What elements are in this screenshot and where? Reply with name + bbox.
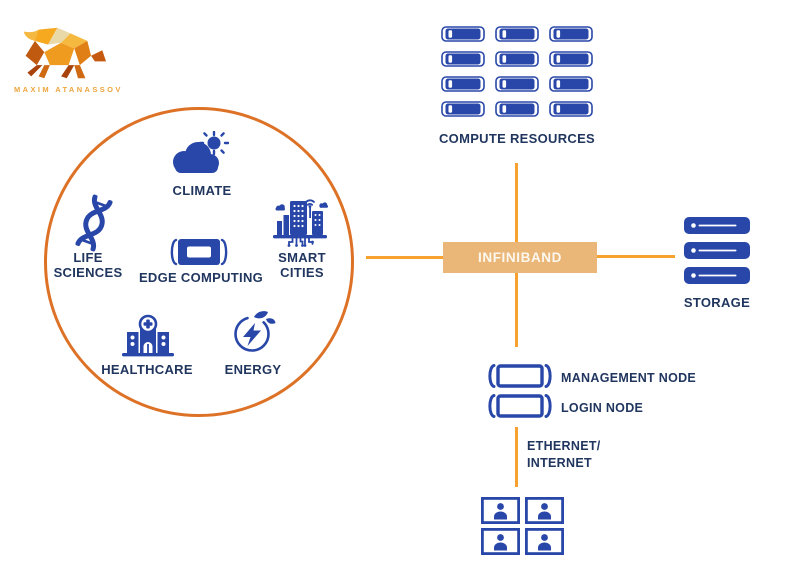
user-workstation-icon xyxy=(481,497,520,524)
users-grid xyxy=(481,497,564,555)
login-node-label: LOGIN NODE xyxy=(561,401,644,415)
management-node-icon xyxy=(486,363,554,389)
compute-resources-label: COMPUTE RESOURCES xyxy=(438,131,596,146)
user-workstation-icon xyxy=(481,528,520,555)
use-case-label-healthcare: HEALTHCARE xyxy=(101,362,193,377)
connector-ethernet-users xyxy=(515,427,518,487)
compute-node-icon xyxy=(549,101,593,117)
brand-name: MAXIM ATANASSOV xyxy=(14,85,123,94)
storage-drive-icon xyxy=(684,217,750,234)
storage-label: STORAGE xyxy=(683,295,751,310)
hospital-icon xyxy=(122,313,174,357)
compute-node-icon xyxy=(441,101,485,117)
compute-node-icon xyxy=(495,26,539,42)
smart-city-icon xyxy=(271,194,329,248)
compute-node-grid xyxy=(441,26,593,117)
compute-node-icon xyxy=(495,76,539,92)
bull-logo xyxy=(14,24,112,82)
use-case-label-smart-cities: SMART CITIES xyxy=(278,250,326,280)
use-case-label-energy: ENERGY xyxy=(224,362,282,377)
cloud-sun-icon xyxy=(167,131,229,177)
compute-node-icon xyxy=(495,101,539,117)
connector-infiniband-storage xyxy=(597,255,675,258)
dna-icon xyxy=(68,191,120,254)
storage-drive-icon xyxy=(684,267,750,284)
connector-circle-infiniband xyxy=(366,256,443,259)
use-cases-circle xyxy=(44,107,354,417)
connector-infiniband-nodes xyxy=(515,273,518,347)
compute-node-icon xyxy=(549,26,593,42)
compute-node-icon xyxy=(549,51,593,67)
energy-bolt-icon xyxy=(230,310,276,354)
compute-node-icon xyxy=(495,51,539,67)
use-case-label-climate: CLIMATE xyxy=(172,183,232,198)
infiniband-switch: INFINIBAND xyxy=(443,242,597,273)
connector-compute-infiniband xyxy=(515,163,518,242)
user-workstation-icon xyxy=(525,497,564,524)
use-case-label-edge-computing: EDGE COMPUTING xyxy=(138,270,264,285)
compute-node-icon xyxy=(441,26,485,42)
storage-drive-icon xyxy=(684,242,750,259)
compute-node-icon xyxy=(549,76,593,92)
ethernet-internet-label: ETHERNET/ INTERNET xyxy=(527,439,601,470)
user-workstation-icon xyxy=(525,528,564,555)
compute-node-icon xyxy=(441,51,485,67)
login-node-icon xyxy=(486,393,554,419)
edge-node-icon xyxy=(167,237,231,267)
use-case-label-life-sciences: LIFE SCIENCES xyxy=(53,250,123,280)
compute-node-icon xyxy=(441,76,485,92)
storage-stack xyxy=(684,217,750,284)
management-node-label: MANAGEMENT NODE xyxy=(561,371,697,385)
